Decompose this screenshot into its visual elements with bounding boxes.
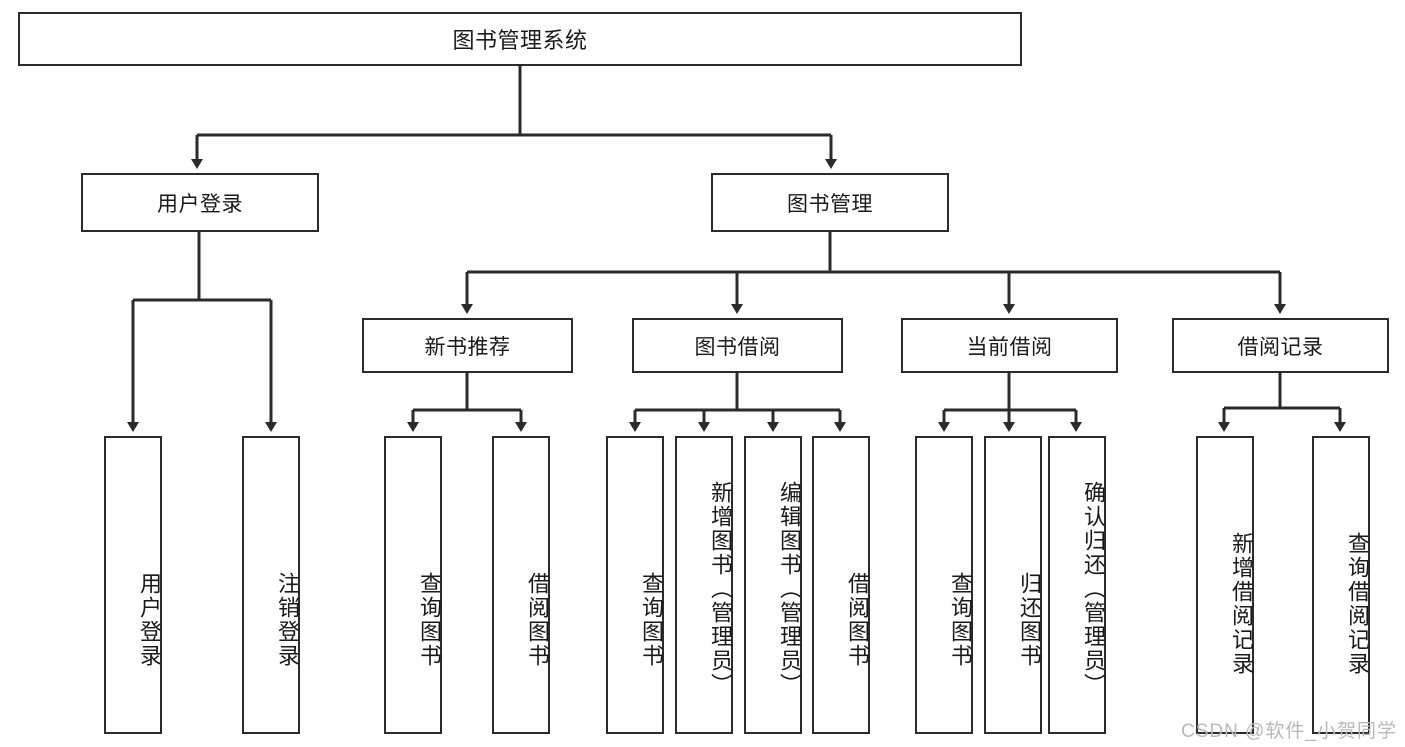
node-current-borrow[interactable]: 当前借阅 xyxy=(901,318,1118,373)
leaf-borrow-book[interactable]: 借阅图书 xyxy=(812,436,870,734)
node-label: 编辑图书（管理员） xyxy=(777,481,802,697)
node-book-borrow[interactable]: 图书借阅 xyxy=(632,318,843,373)
node-label: 图书管理 xyxy=(787,192,873,216)
leaf-query-book-recommend[interactable]: 查询图书 xyxy=(384,436,442,734)
node-label: 借阅记录 xyxy=(1237,335,1324,359)
node-label: 新增借阅记录 xyxy=(1229,532,1254,676)
node-label: 查询图书 xyxy=(417,572,442,668)
node-new-book-recommend[interactable]: 新书推荐 xyxy=(362,318,573,373)
node-label: 确认归还（管理员） xyxy=(1081,481,1106,697)
node-label: 用户登录 xyxy=(137,572,162,668)
node-user-login[interactable]: 用户登录 xyxy=(81,173,319,232)
node-book-management[interactable]: 图书管理 xyxy=(711,173,949,232)
node-label: 图书管理系统 xyxy=(452,28,588,53)
leaf-add-book-admin[interactable]: 新增图书（管理员） xyxy=(675,436,733,734)
leaf-return-book[interactable]: 归还图书 xyxy=(984,436,1042,734)
leaf-query-borrow-record[interactable]: 查询借阅记录 xyxy=(1312,436,1370,734)
node-label: 用户登录 xyxy=(157,192,243,216)
leaf-query-book-current[interactable]: 查询图书 xyxy=(915,436,973,734)
node-borrow-record[interactable]: 借阅记录 xyxy=(1172,318,1389,373)
node-label: 当前借阅 xyxy=(966,335,1053,359)
node-label: 查询图书 xyxy=(639,572,664,668)
node-root-system[interactable]: 图书管理系统 xyxy=(18,12,1022,66)
node-label: 借阅图书 xyxy=(525,572,550,668)
node-label: 查询图书 xyxy=(948,572,973,668)
leaf-edit-book-admin[interactable]: 编辑图书（管理员） xyxy=(744,436,802,734)
leaf-borrow-book-recommend[interactable]: 借阅图书 xyxy=(492,436,550,734)
leaf-logout-login[interactable]: 注销登录 xyxy=(242,436,300,734)
node-label: 查询借阅记录 xyxy=(1345,532,1370,676)
leaf-user-login[interactable]: 用户登录 xyxy=(104,436,162,734)
leaf-confirm-return-admin[interactable]: 确认归还（管理员） xyxy=(1048,436,1106,734)
node-label: 图书借阅 xyxy=(694,335,781,359)
node-label: 新增图书（管理员） xyxy=(708,481,733,697)
node-label: 归还图书 xyxy=(1017,572,1042,668)
node-label: 新书推荐 xyxy=(424,335,511,359)
node-label: 借阅图书 xyxy=(845,572,870,668)
node-label: 注销登录 xyxy=(275,572,300,668)
leaf-add-borrow-record[interactable]: 新增借阅记录 xyxy=(1196,436,1254,734)
leaf-query-book-borrow[interactable]: 查询图书 xyxy=(606,436,664,734)
